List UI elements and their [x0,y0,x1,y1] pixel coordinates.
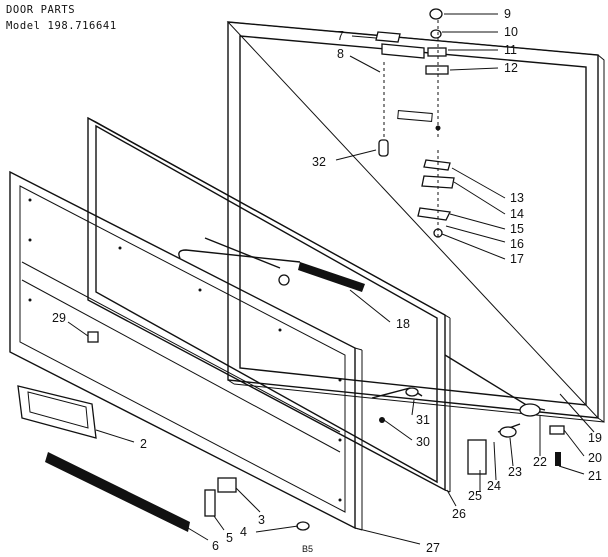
outer-door-panel [226,21,605,423]
grille-strip [45,452,190,532]
callout-2: 2 [140,437,147,451]
hinge-parts-bottom [204,354,565,531]
callout-22: 22 [533,455,547,469]
callout-14: 14 [510,207,524,221]
callout-16: 16 [510,237,524,251]
callout-31: 31 [416,413,430,427]
callout-10: 10 [504,25,518,39]
callout-8: 8 [337,47,344,61]
clip-part [87,331,99,343]
door-liner-frame [87,116,451,493]
hinge-parts-middle [417,150,455,240]
door-handle [17,385,97,439]
callout-25: 25 [468,489,482,503]
callout-20: 20 [588,451,602,465]
callout-12: 12 [504,61,518,75]
callout-6: 6 [212,539,219,553]
callout-19: 19 [588,431,602,445]
callout-labels: 9 10 11 12 7 8 32 13 14 15 16 17 18 29 3… [52,7,602,555]
footer-code: B5 [302,544,313,554]
model-number: Model 198.716641 [6,20,117,32]
callout-32: 32 [312,155,326,169]
callout-26: 26 [452,507,466,521]
hinge-parts-top [375,8,449,157]
leader-lines [67,13,595,545]
callout-24: 24 [487,479,501,493]
callout-27: 27 [426,541,440,555]
diagram-title: DOOR PARTS [6,4,76,16]
callout-17: 17 [510,252,524,266]
callout-30: 30 [416,435,430,449]
callout-7: 7 [337,29,344,43]
callout-3: 3 [258,513,265,527]
callout-18: 18 [396,317,410,331]
inner-door-panel [9,170,363,531]
callout-11: 11 [504,43,517,57]
callout-4: 4 [240,525,247,539]
callout-13: 13 [510,191,524,205]
callout-5: 5 [226,531,233,545]
callout-15: 15 [510,222,524,236]
callout-29: 29 [52,311,66,325]
callout-21: 21 [588,469,602,483]
callout-23: 23 [508,465,522,479]
spring-rod-assembly [178,237,365,292]
callout-9: 9 [504,7,511,21]
